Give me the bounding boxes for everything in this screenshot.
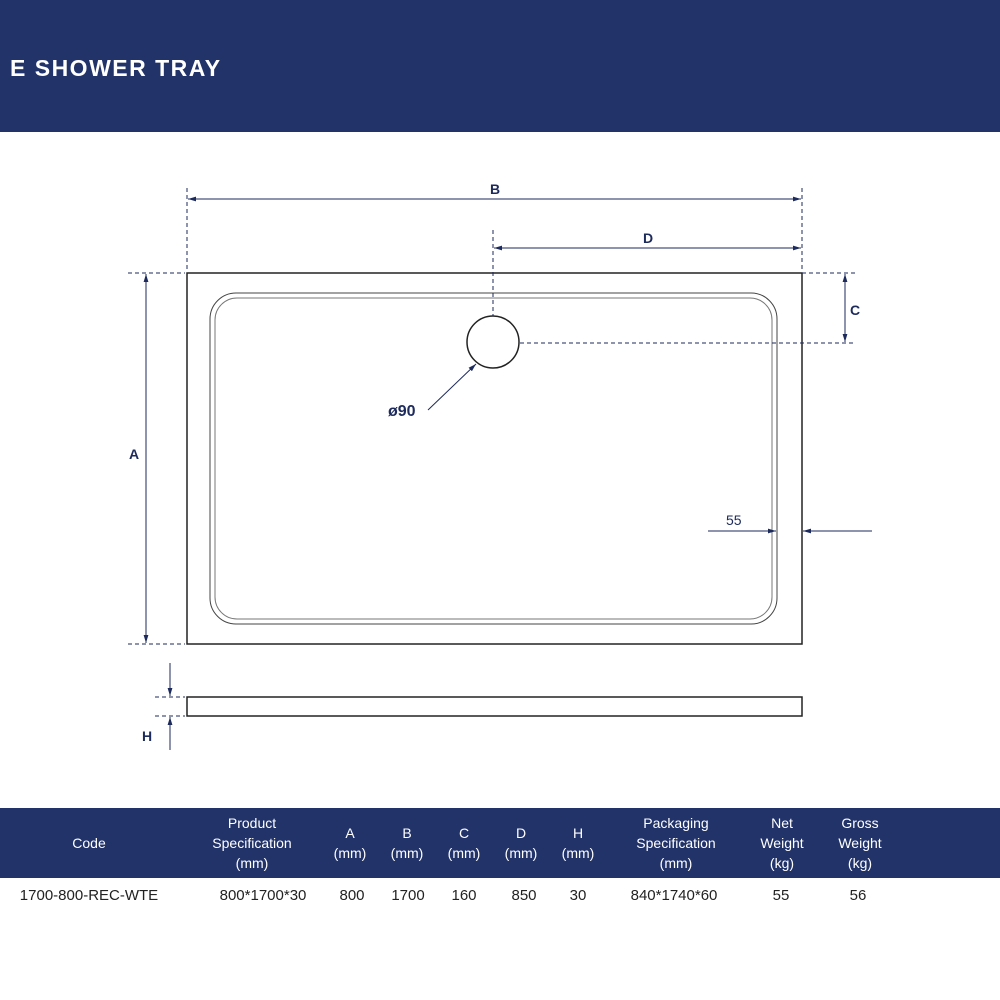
col-gross-weight: Gross Weight (kg) (838, 815, 882, 871)
col-c: C (mm) (447, 825, 481, 861)
tray-side-view (186, 696, 803, 717)
col-packaging-spec: Packaging Specification (mm) (636, 815, 716, 871)
col-product-spec: Product Specification (mm) (212, 815, 292, 871)
label-c: C (850, 302, 860, 318)
drain-leader (427, 363, 477, 411)
col-net-weight: Net Weight (kg) (760, 815, 804, 871)
cell-gross-weight: 56 (849, 887, 867, 904)
col-d: D (mm) (504, 825, 538, 861)
page-title: E SHOWER TRAY (10, 55, 222, 81)
label-drain: ø90 (388, 403, 416, 420)
label-d: D (643, 230, 653, 246)
cell-b: 1700 (391, 887, 425, 904)
cell-d: 850 (511, 887, 537, 904)
label-edge: 55 (726, 512, 742, 528)
col-h: H (mm) (561, 825, 595, 861)
cell-a: 800 (339, 887, 365, 904)
label-b: B (490, 181, 500, 197)
col-code: Code (72, 835, 106, 851)
cell-code: 1700-800-REC-WTE (19, 887, 159, 904)
technical-drawing: B D C A ø90 55 H (128, 181, 872, 750)
cell-product-spec: 800*1700*30 (219, 887, 307, 904)
extension-lines (128, 188, 856, 717)
cell-net-weight: 55 (772, 887, 790, 904)
label-a: A (129, 446, 139, 462)
cell-packaging-spec: 840*1740*60 (630, 887, 718, 904)
tray-basin-inner (214, 297, 773, 620)
label-h: H (142, 728, 152, 744)
cell-h: 30 (569, 887, 587, 904)
table-header: Code Product Specification (mm) A (mm) B… (0, 808, 1000, 878)
tray-outline (186, 272, 803, 645)
col-b: B (mm) (390, 825, 424, 861)
cell-c: 160 (451, 887, 477, 904)
drain-circle (466, 315, 520, 369)
header-bar: E SHOWER TRAY (0, 0, 1000, 132)
col-a: A (mm) (333, 825, 367, 861)
